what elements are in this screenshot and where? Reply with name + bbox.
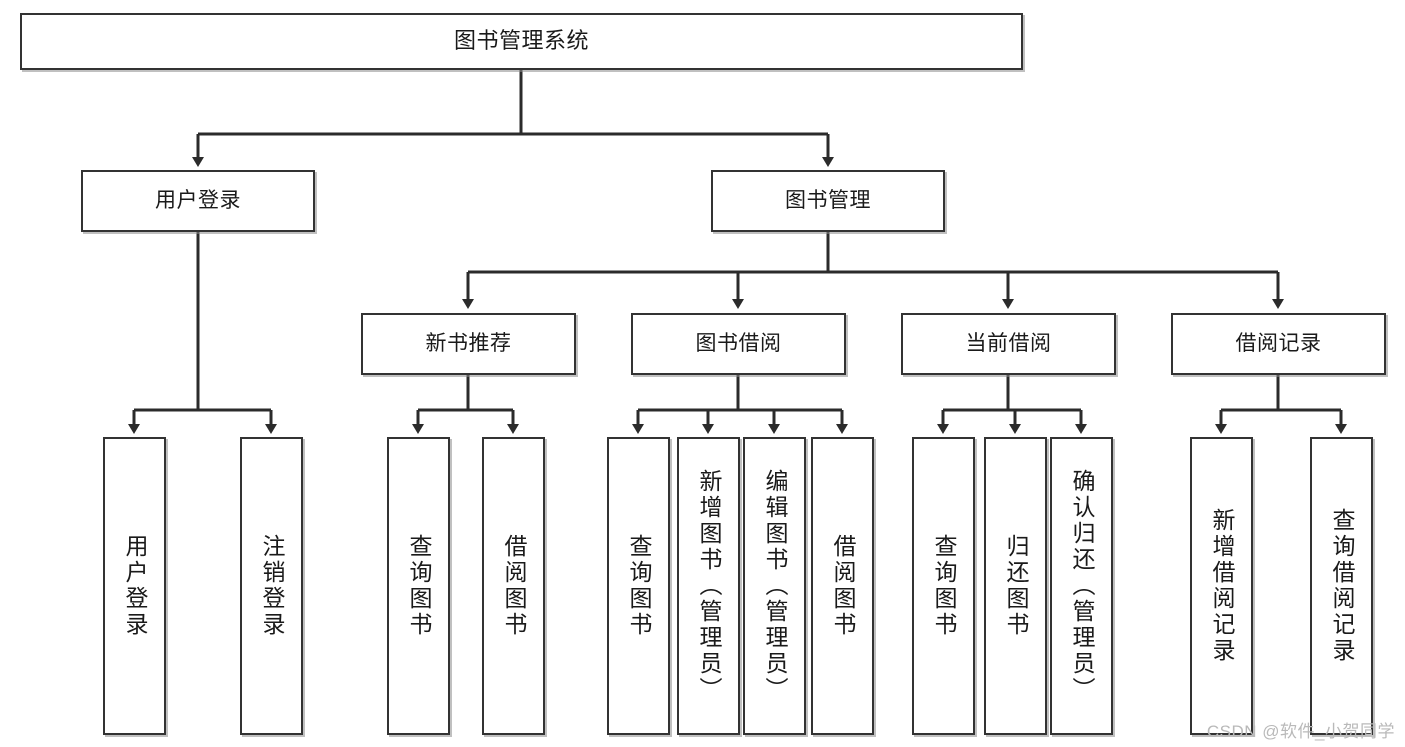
leaf-logout-label: 注销登录: [259, 534, 285, 638]
node-user-login-label: 用户登录: [155, 189, 241, 213]
leaf-logout[interactable]: 注销登录: [240, 437, 303, 735]
leaf-return-book[interactable]: 归还图书: [984, 437, 1047, 735]
leaf-query-borrow-record-label: 查询借阅记录: [1329, 508, 1355, 664]
leaf-edit-book-label: 编辑图书（管理员）: [762, 469, 788, 703]
leaf-query-book-borrow-label: 查询图书: [626, 534, 652, 638]
leaf-borrow-book-label: 借阅图书: [830, 534, 856, 638]
leaf-return-book-label: 归还图书: [1003, 534, 1029, 638]
leaf-borrow-book[interactable]: 借阅图书: [811, 437, 874, 735]
leaf-add-book[interactable]: 新增图书（管理员）: [677, 437, 740, 735]
leaf-query-book-recommend[interactable]: 查询图书: [387, 437, 450, 735]
node-user-login[interactable]: 用户登录: [81, 170, 315, 232]
leaf-user-login-label: 用户登录: [122, 534, 148, 638]
node-book-borrow[interactable]: 图书借阅: [631, 313, 846, 375]
leaf-confirm-return[interactable]: 确认归还（管理员）: [1050, 437, 1113, 735]
watermark: CSDN @软件_小贺同学: [1206, 722, 1395, 741]
leaf-query-book-recommend-label: 查询图书: [406, 534, 432, 638]
leaf-add-borrow-record[interactable]: 新增借阅记录: [1190, 437, 1253, 735]
leaf-add-book-label: 新增图书（管理员）: [696, 469, 722, 703]
leaf-query-borrow-record[interactable]: 查询借阅记录: [1310, 437, 1373, 735]
leaf-query-book-borrow[interactable]: 查询图书: [607, 437, 670, 735]
leaf-query-book-current-label: 查询图书: [931, 534, 957, 638]
leaf-borrow-book-recommend-label: 借阅图书: [501, 534, 527, 638]
node-new-book-recommend-label: 新书推荐: [425, 332, 512, 356]
leaf-borrow-book-recommend[interactable]: 借阅图书: [482, 437, 545, 735]
node-borrow-record-label: 借阅记录: [1235, 332, 1322, 356]
node-root-label: 图书管理系统: [453, 28, 589, 54]
leaf-query-book-current[interactable]: 查询图书: [912, 437, 975, 735]
node-current-borrow-label: 当前借阅: [965, 332, 1052, 356]
leaf-add-borrow-record-label: 新增借阅记录: [1209, 508, 1235, 664]
node-book-manage-label: 图书管理: [785, 189, 871, 213]
node-book-borrow-label: 图书借阅: [695, 332, 782, 356]
leaf-user-login[interactable]: 用户登录: [103, 437, 166, 735]
leaf-edit-book[interactable]: 编辑图书（管理员）: [743, 437, 806, 735]
node-book-manage[interactable]: 图书管理: [711, 170, 945, 232]
node-new-book-recommend[interactable]: 新书推荐: [361, 313, 576, 375]
node-current-borrow[interactable]: 当前借阅: [901, 313, 1116, 375]
node-root[interactable]: 图书管理系统: [20, 13, 1023, 70]
leaf-confirm-return-label: 确认归还（管理员）: [1069, 469, 1095, 703]
node-borrow-record[interactable]: 借阅记录: [1171, 313, 1386, 375]
